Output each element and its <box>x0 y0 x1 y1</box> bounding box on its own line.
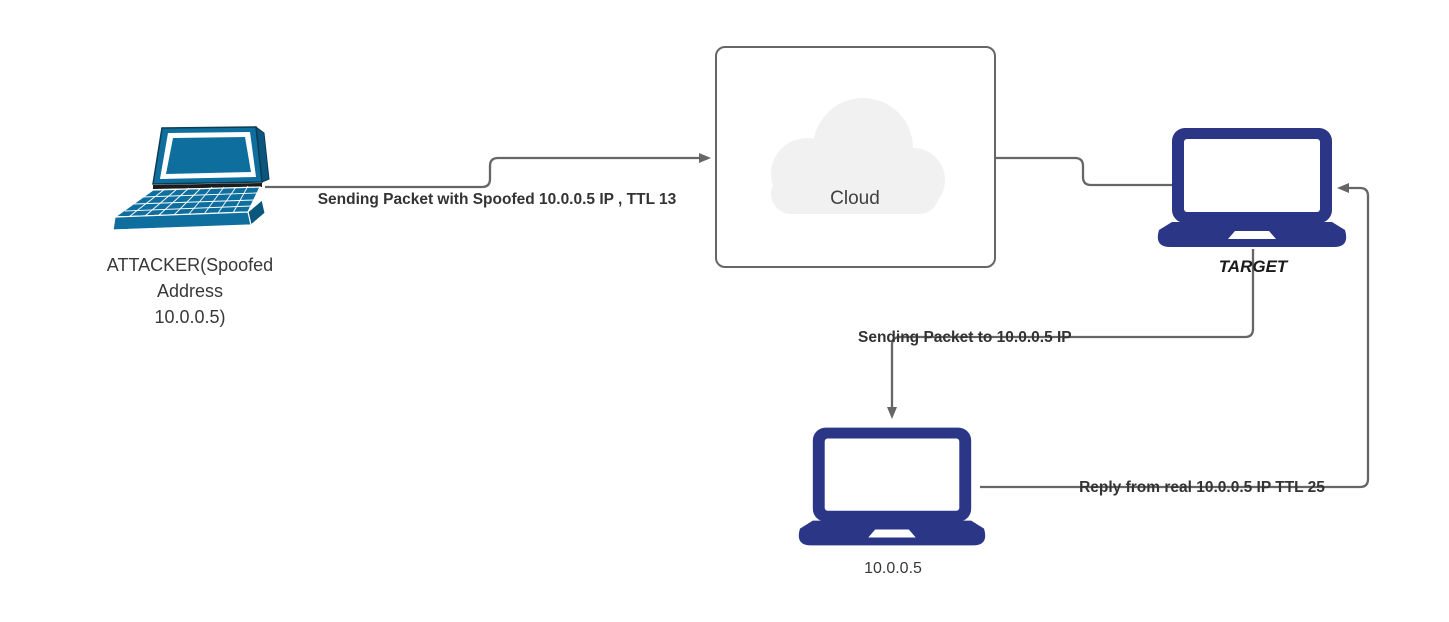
attacker-label-line1: ATTACKER(Spoofed <box>106 255 274 275</box>
connector-attacker-to-cloud <box>265 153 711 189</box>
cloud-label: Cloud <box>830 188 880 209</box>
connector-target-to-real-host <box>887 249 1255 419</box>
target-label: TARGET <box>1218 257 1288 276</box>
edge-label-reply-real: Reply from real 10.0.0.5 IP TTL 25 <box>1079 479 1325 496</box>
real-host-laptop-icon <box>798 427 986 546</box>
attacker-label-line3: 10.0.0.5) <box>154 307 226 327</box>
attacker-label: ATTACKER(Spoofed Address 10.0.0.5) <box>70 252 310 330</box>
edge-label-send-to-real: Sending Packet to 10.0.0.5 IP <box>858 329 1072 346</box>
cloud-container-box: Cloud <box>715 46 996 268</box>
edge-label-spoofed-packet: Sending Packet with Spoofed 10.0.0.5 IP … <box>317 191 677 208</box>
target-laptop-icon <box>1157 128 1347 247</box>
connector-cloud-to-target <box>995 156 1172 187</box>
cloud-icon: Cloud <box>755 96 955 220</box>
attacker-label-line2: Address <box>156 281 224 301</box>
connector-real-host-to-target <box>980 183 1370 489</box>
real-host-label: 10.0.0.5 <box>864 560 922 577</box>
attacker-laptop-icon <box>112 125 270 231</box>
